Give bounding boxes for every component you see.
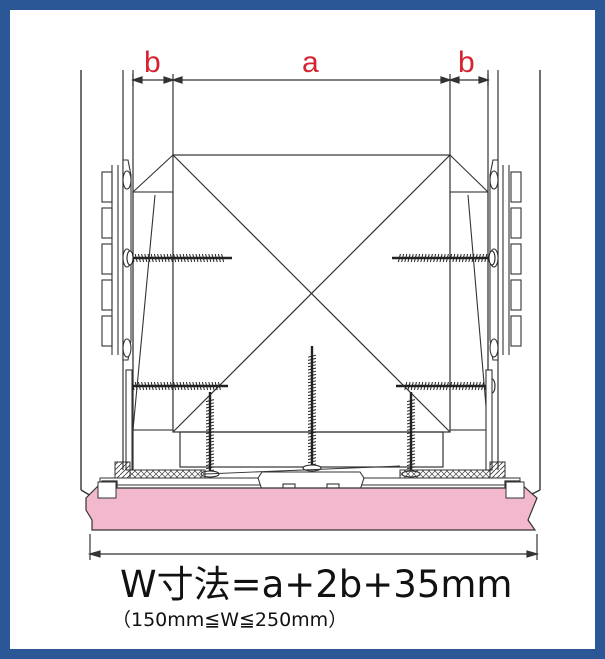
dimension-b-left: b	[144, 46, 161, 79]
vertical-screws	[200, 346, 421, 478]
screw-bottom-center	[302, 346, 322, 472]
dimension-b-right: b	[458, 46, 475, 79]
width-dimension-line	[87, 534, 540, 560]
width-range: （150mm≦W≦250mm）	[112, 609, 347, 631]
screw-upper-left	[126, 250, 232, 266]
pink-board	[85, 480, 538, 531]
dimension-a: a	[302, 46, 319, 79]
top-dimension-line	[131, 74, 490, 155]
screw-upper-right	[392, 250, 496, 266]
width-formula: W寸法=a+2b+35mm	[120, 563, 512, 606]
